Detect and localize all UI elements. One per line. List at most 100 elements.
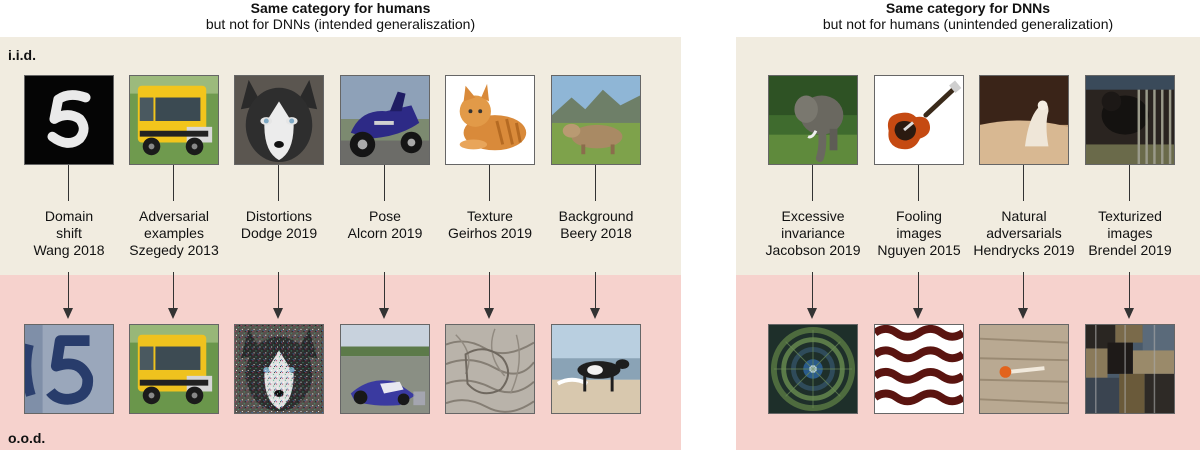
label-line: Hendrycks 2019	[973, 242, 1075, 258]
label-line: Nguyen 2015	[877, 242, 961, 258]
label-line: examples	[144, 225, 204, 241]
column-background: Background Beery 2018	[547, 0, 647, 450]
connector-line-lower	[595, 272, 596, 308]
column-adversarial-examples: Adversarial examples Szegedy 2013	[125, 0, 225, 450]
label-line: Alcorn 2019	[347, 225, 423, 241]
down-arrow-icon	[273, 308, 283, 319]
yellow-school-bus-adversarial-image	[129, 324, 219, 414]
down-arrow-icon	[807, 308, 817, 319]
label-line: Fooling	[896, 208, 942, 224]
connector-line-upper	[489, 165, 490, 201]
label-line: adversarials	[986, 225, 1062, 241]
connector-line-upper	[812, 165, 813, 201]
column-distortions: Distortions Dodge 2019	[230, 0, 330, 450]
tunnel-pattern-image	[768, 324, 858, 414]
connector-line-upper	[384, 165, 385, 201]
connector-line-lower	[1023, 272, 1024, 308]
column-label: Texture Geirhos 2019	[419, 208, 561, 242]
connector-line-lower	[278, 272, 279, 308]
down-arrow-icon	[63, 308, 73, 319]
connector-line-lower	[918, 272, 919, 308]
down-arrow-icon	[168, 308, 178, 319]
connector-line-lower	[68, 272, 69, 308]
texturized-patches-image	[1085, 324, 1175, 414]
down-arrow-icon	[1124, 308, 1134, 319]
connector-line-lower	[489, 272, 490, 308]
left-panel-header: Same category for humans but not for DNN…	[0, 0, 681, 32]
connector-line-upper	[595, 165, 596, 201]
connector-line-upper	[278, 165, 279, 201]
label-line: Brendel 2019	[1088, 242, 1172, 258]
right-panel-header: Same category for DNNs but not for human…	[736, 0, 1200, 32]
label-line: Distortions	[245, 208, 313, 224]
column-label: Background Beery 2018	[525, 208, 667, 242]
label-line: invariance	[781, 225, 845, 241]
column-label: Fooling images Nguyen 2015	[848, 208, 990, 259]
left-panel-subtitle: but not for DNNs (intended generaliszati…	[205, 16, 476, 32]
connector-line-lower	[384, 272, 385, 308]
column-label: Excessive invariance Jacobson 2019	[742, 208, 884, 259]
label-line: Dodge 2019	[240, 225, 318, 241]
ood-row-label: o.o.d.	[8, 430, 46, 446]
husky-dog-image	[234, 75, 324, 165]
right-panel-subtitle: but not for humans (unintended generaliz…	[822, 16, 1114, 32]
column-natural-adversarials: Natural adversarials Hendrycks 2019	[973, 0, 1075, 450]
cow-on-grass-image	[551, 75, 641, 165]
left-panel-title: Same category for humans	[250, 0, 431, 16]
connector-line-lower	[812, 272, 813, 308]
connector-line-upper	[1023, 165, 1024, 201]
husky-dog-noisy-image	[234, 324, 324, 414]
label-line: Jacobson 2019	[765, 242, 861, 258]
mushroom-on-wood-image	[979, 324, 1069, 414]
connector-line-upper	[918, 165, 919, 201]
iid-row-label: i.i.d.	[8, 47, 36, 63]
connector-line-upper	[173, 165, 174, 201]
column-label: Natural adversarials Hendrycks 2019	[953, 208, 1095, 259]
sea-lion-image	[979, 75, 1069, 165]
column-label: Pose Alcorn 2019	[314, 208, 456, 242]
label-line: Pose	[369, 208, 401, 224]
column-fooling-images: Fooling images Nguyen 2015	[870, 0, 970, 450]
cow-on-beach-image	[551, 324, 641, 414]
scooter-rotated-image	[340, 324, 430, 414]
electric-guitar-image	[874, 75, 964, 165]
mnist-digit-five-image	[24, 75, 114, 165]
column-label: Distortions Dodge 2019	[208, 208, 350, 242]
label-line: Natural	[1001, 208, 1047, 224]
down-arrow-icon	[1018, 308, 1028, 319]
label-line: Excessive	[781, 208, 845, 224]
wave-pattern-image	[874, 324, 964, 414]
label-line: Texture	[467, 208, 513, 224]
label-line: Beery 2018	[560, 225, 632, 241]
label-line: images	[1107, 225, 1153, 241]
label-line: Domain	[44, 208, 94, 224]
label-line: Adversarial	[138, 208, 210, 224]
label-line: Background	[558, 208, 634, 224]
animal-behind-bars-image	[1085, 75, 1175, 165]
down-arrow-icon	[590, 308, 600, 319]
label-line: Texturized	[1098, 208, 1162, 224]
column-label: Adversarial examples Szegedy 2013	[103, 208, 245, 259]
column-domain-shift: Domain shift Wang 2018	[20, 0, 120, 450]
label-line: Geirhos 2019	[447, 225, 533, 241]
connector-line-lower	[173, 272, 174, 308]
cat-elephant-texture-image	[445, 324, 535, 414]
connector-line-lower	[1129, 272, 1130, 308]
label-line: shift	[56, 225, 82, 241]
column-texturized-images: Texturized images Brendel 2019	[1081, 0, 1181, 450]
column-texture: Texture Geirhos 2019	[441, 0, 541, 450]
down-arrow-icon	[379, 308, 389, 319]
down-arrow-icon	[484, 308, 494, 319]
label-line: images	[896, 225, 942, 241]
column-label: Domain shift Wang 2018	[0, 208, 140, 259]
label-line: Wang 2018	[33, 242, 105, 258]
yellow-school-bus-image	[129, 75, 219, 165]
motor-scooter-image	[340, 75, 430, 165]
tabby-cat-image	[445, 75, 535, 165]
right-panel-title: Same category for DNNs	[885, 0, 1051, 16]
connector-line-upper	[68, 165, 69, 201]
column-label: Texturized images Brendel 2019	[1059, 208, 1200, 259]
column-pose: Pose Alcorn 2019	[336, 0, 436, 450]
column-excessive-invariance: Excessive invariance Jacobson 2019	[764, 0, 864, 450]
elephant-image	[768, 75, 858, 165]
